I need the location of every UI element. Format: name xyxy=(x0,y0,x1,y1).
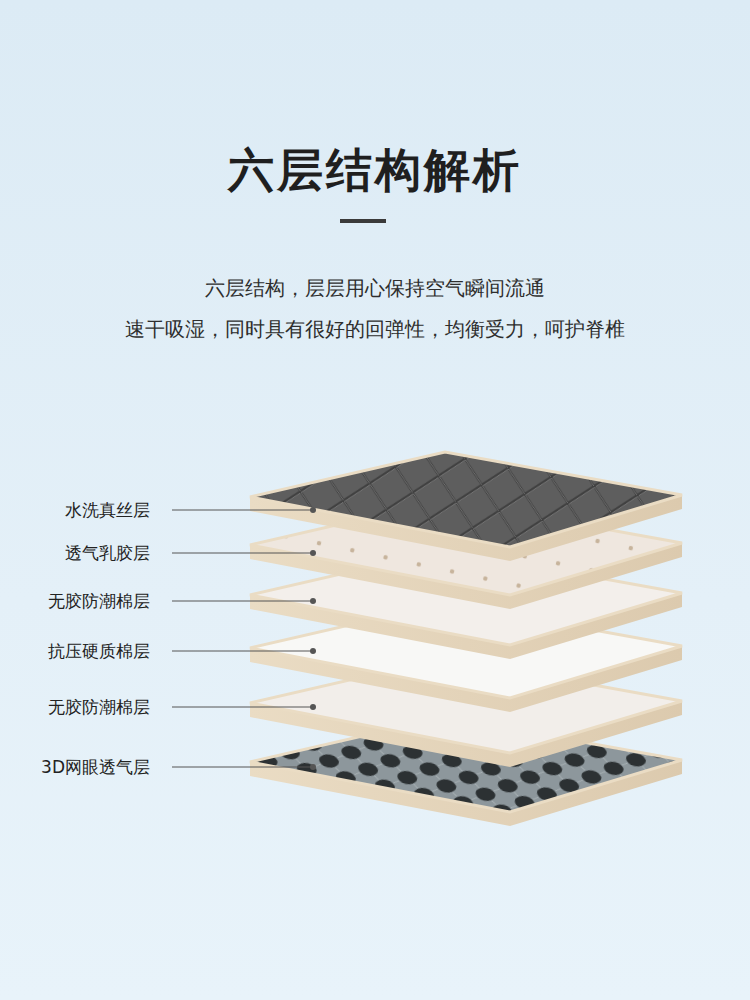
layer-label: 抗压硬质棉层 xyxy=(48,640,150,663)
silk-layer xyxy=(250,452,682,561)
subtitle-line: 速干吸湿，同时具有很好的回弹性，均衡受力，呵护脊椎 xyxy=(0,316,750,343)
layer-label: 3D网眼透气层 xyxy=(41,756,150,779)
layer-label: 水洗真丝层 xyxy=(65,499,150,522)
layer-label: 透气乳胶层 xyxy=(65,542,150,565)
leader-lines xyxy=(172,510,313,767)
leader-dots xyxy=(310,507,316,770)
subtitle-line: 六层结构，层层用心保持空气瞬间流通 xyxy=(0,275,750,302)
layer-label: 无胶防潮棉层 xyxy=(48,590,150,613)
layer-label: 无胶防潮棉层 xyxy=(48,696,150,719)
diagram-title: 六层结构解析 xyxy=(0,140,750,202)
title-underline xyxy=(340,219,386,223)
